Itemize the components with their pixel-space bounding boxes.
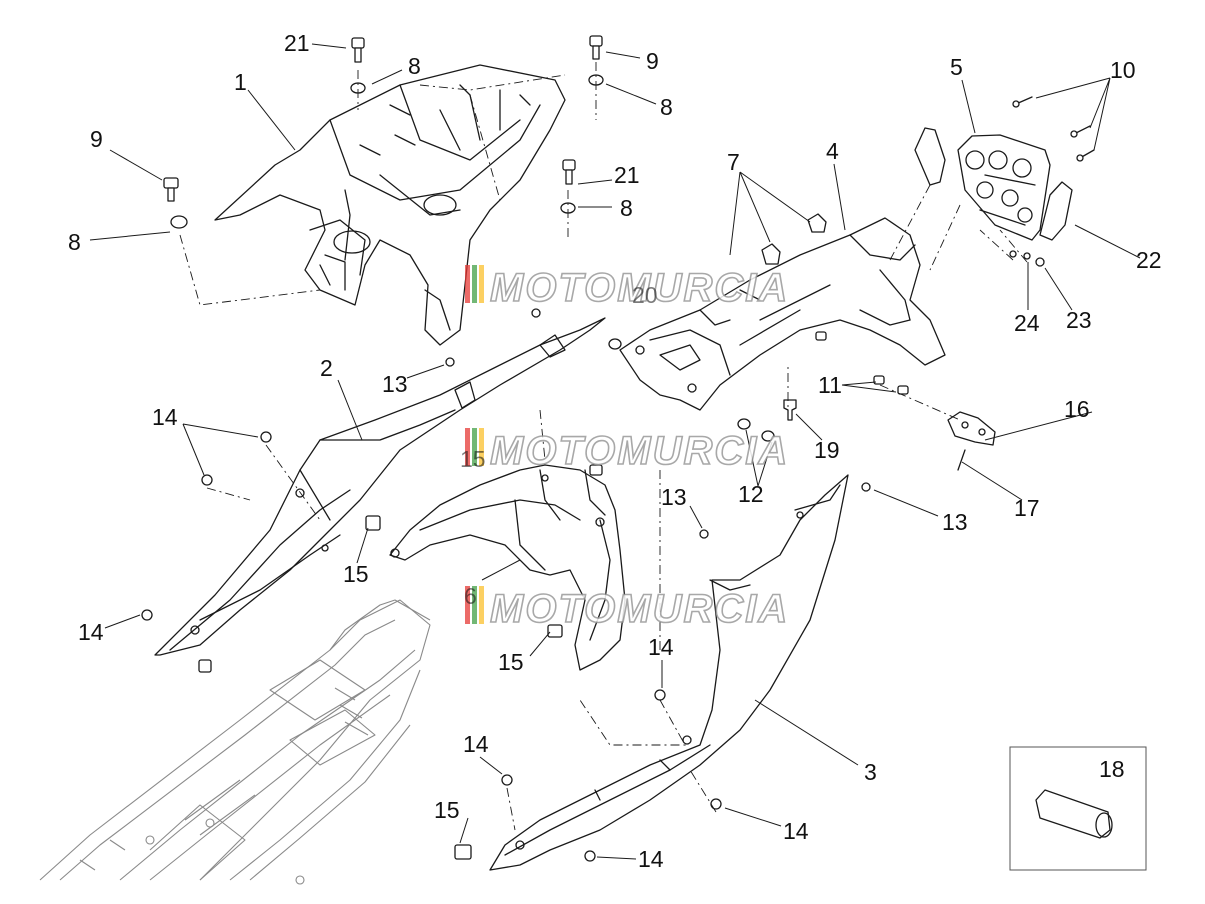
callout-19: 19 xyxy=(814,437,840,463)
callout-14-b: 14 xyxy=(78,619,104,645)
wm-stripe xyxy=(465,265,470,303)
callout-14-e: 14 xyxy=(783,818,809,844)
callout-7: 7 xyxy=(727,149,740,175)
callout-6: 6 xyxy=(464,583,477,609)
callout-15-d: 15 xyxy=(460,446,486,472)
callout-15-b: 15 xyxy=(498,649,524,675)
callout-14-f: 14 xyxy=(638,846,664,872)
callout-24: 24 xyxy=(1014,310,1040,336)
callout-8-d: 8 xyxy=(68,229,81,255)
callout-17: 17 xyxy=(1014,495,1040,521)
part-5-plate-bracket xyxy=(957,134,1051,241)
callout-8-b: 8 xyxy=(660,94,673,120)
part-1-seat-support xyxy=(214,64,566,346)
part-16-bracket xyxy=(947,411,996,446)
callout-15-c: 15 xyxy=(434,797,460,823)
callout-15-a: 15 xyxy=(343,561,369,587)
callout-10: 10 xyxy=(1110,57,1136,83)
callout-9-a: 9 xyxy=(646,48,659,74)
callout-11: 11 xyxy=(818,372,842,398)
callout-1: 1 xyxy=(234,69,247,95)
part-4-tail-holder xyxy=(619,217,946,411)
callout-21-b: 21 xyxy=(614,162,640,188)
callout-9-b: 9 xyxy=(90,126,103,152)
part-18-box xyxy=(1009,746,1147,871)
callout-20: 20 xyxy=(632,282,658,308)
callout-labels: 1 2 3 4 5 6 7 8 8 8 8 9 9 10 11 12 13 13… xyxy=(68,30,1162,872)
watermark-text-3: MOTOMURCIA xyxy=(490,587,789,631)
callout-21-a: 21 xyxy=(284,30,310,56)
part-3-side-panel xyxy=(489,474,849,871)
part-6-inner-bracket xyxy=(389,464,626,671)
callout-12: 12 xyxy=(738,481,764,507)
part-2-side-rail xyxy=(154,317,606,656)
callout-13-b: 13 xyxy=(661,484,687,510)
callout-8-c: 8 xyxy=(620,195,633,221)
callout-3: 3 xyxy=(864,759,877,785)
callout-13-c: 13 xyxy=(942,509,968,535)
callout-22: 22 xyxy=(1136,247,1162,273)
callout-8-a: 8 xyxy=(408,53,421,79)
watermark-1: MOTOMURCIA xyxy=(465,265,789,311)
callout-2: 2 xyxy=(320,355,333,381)
hardware-bolts xyxy=(141,35,1095,862)
callout-14-d: 14 xyxy=(463,731,489,757)
callout-5: 5 xyxy=(950,54,963,80)
callout-13-a: 13 xyxy=(382,371,408,397)
callout-4: 4 xyxy=(826,138,839,164)
alignment-lines xyxy=(179,62,1028,831)
callout-16: 16 xyxy=(1064,396,1090,422)
watermark-text-2: MOTOMURCIA xyxy=(490,429,789,473)
callout-23: 23 xyxy=(1066,307,1092,333)
callout-14-c: 14 xyxy=(648,634,674,660)
callout-18: 18 xyxy=(1099,756,1125,782)
leader-lines xyxy=(89,43,1141,860)
rear-subframe xyxy=(39,599,431,885)
callout-14-a: 14 xyxy=(152,404,178,430)
watermark-text-1: MOTOMURCIA xyxy=(490,266,789,310)
watermark-3: MOTOMURCIA xyxy=(465,586,789,632)
watermark-2: MOTOMURCIA xyxy=(465,428,789,474)
